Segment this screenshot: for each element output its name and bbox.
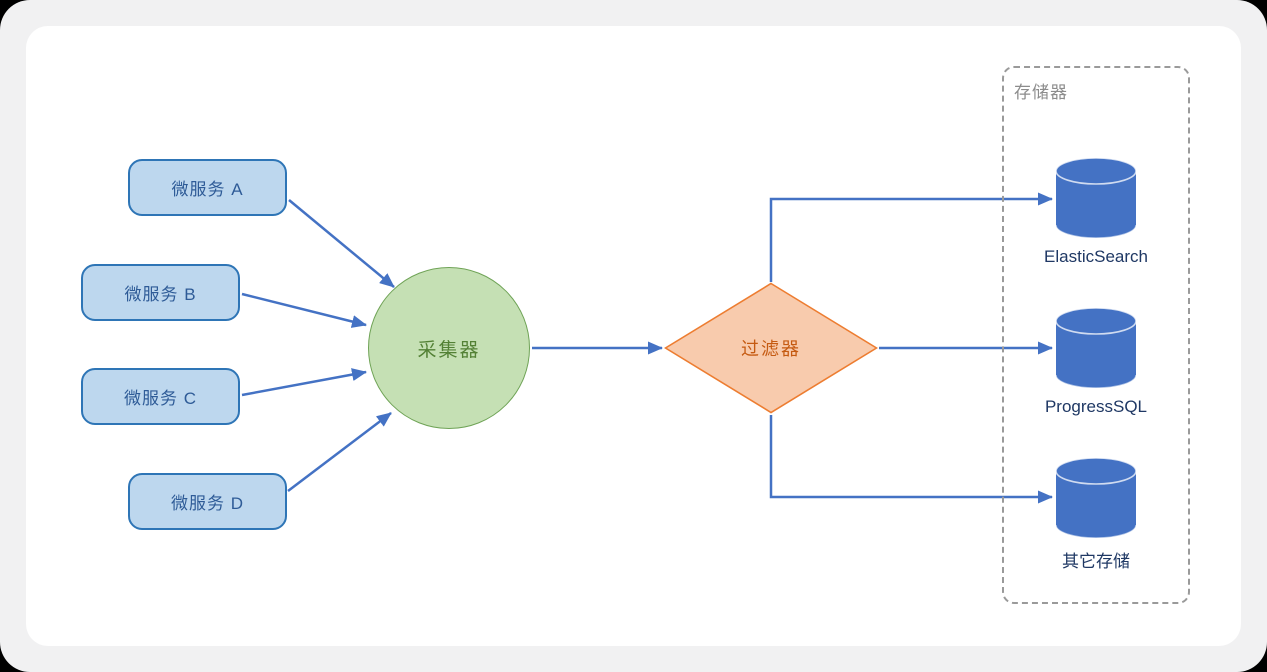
diagram-canvas: [26, 26, 1241, 646]
edge-filter-otherstorage: [769, 415, 1053, 504]
microservice-b-label: 微服务 B: [124, 285, 197, 304]
edge-filter-elasticsearch: [769, 192, 1053, 282]
node-store-elasticsearch[interactable]: [1055, 157, 1137, 239]
storage-group-container: 存储器: [1002, 66, 1190, 604]
edge-microservice-c-collector: [241, 368, 367, 397]
node-microservice-b[interactable]: 微服务 B: [81, 264, 240, 321]
edge-microservice-a-collector: [288, 199, 395, 288]
database-cylinder-icon: [1055, 457, 1137, 539]
node-collector[interactable]: 采集器: [368, 267, 530, 429]
node-microservice-d[interactable]: 微服务 D: [128, 473, 287, 530]
store-label-progresssql: ProgressSQL: [1044, 397, 1148, 416]
store-label-other: 其它存储: [1062, 552, 1130, 571]
database-cylinder-icon: [1055, 307, 1137, 389]
diamond-shape: [663, 282, 879, 414]
node-store-progresssql[interactable]: [1055, 307, 1137, 389]
database-cylinder-icon: [1055, 157, 1137, 239]
node-filter[interactable]: 过滤器: [663, 282, 879, 414]
edge-microservice-b-collector: [241, 292, 367, 328]
node-microservice-a[interactable]: 微服务 A: [128, 159, 287, 216]
microservice-a-label: 微服务 A: [171, 180, 244, 199]
edge-microservice-d-collector: [287, 412, 392, 492]
node-microservice-c[interactable]: 微服务 C: [81, 368, 240, 425]
microservice-c-label: 微服务 C: [124, 389, 197, 408]
storage-group-label: 存储器: [1014, 83, 1068, 102]
microservice-d-label: 微服务 D: [171, 494, 244, 513]
collector-label: 采集器: [417, 339, 481, 361]
store-label-elasticsearch: ElasticSearch: [1044, 247, 1148, 266]
filter-label: 过滤器: [741, 339, 801, 359]
node-store-other[interactable]: [1055, 457, 1137, 539]
